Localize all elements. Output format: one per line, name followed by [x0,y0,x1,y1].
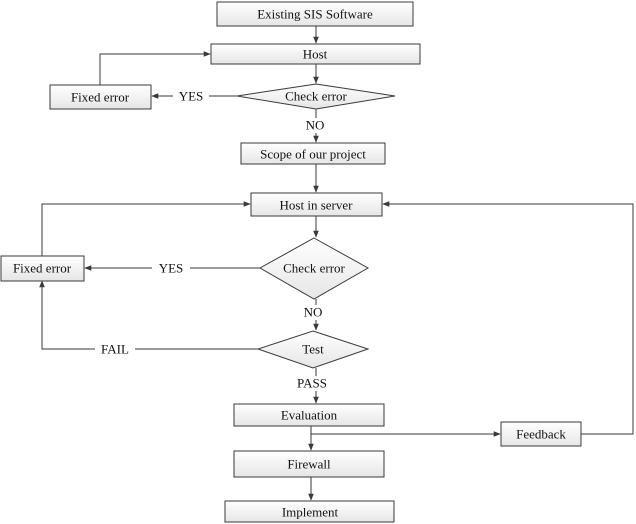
edge-label-yes-1: YES [179,89,204,104]
edge-label-no-1: NO [306,118,325,133]
node-fixed-error-2-label: Fixed error [13,261,72,276]
node-feedback-label: Feedback [516,427,566,442]
edge-fixed1-to-host [99,51,211,85]
node-check-error-2-label: Check error [283,261,345,276]
node-evaluation: Evaluation [233,403,385,427]
node-existing-sis: Existing SIS Software [216,1,414,27]
node-fixed-error-1: Fixed error [49,84,152,110]
node-firewall: Firewall [233,450,385,478]
node-host-label: Host [303,47,328,62]
edge-test-to-fixed2 [39,280,258,350]
node-check-error-2: Check error [258,237,370,300]
edge-fixed2-to-hostserver [41,201,251,256]
node-existing-sis-label: Existing SIS Software [257,7,373,22]
node-evaluation-label: Evaluation [281,408,338,423]
node-test: Test [256,330,370,369]
nodes: Existing SIS Software Host Check error F… [0,1,582,523]
node-scope-label: Scope of our project [260,147,366,162]
node-host: Host [210,43,421,65]
connectors [39,26,634,501]
node-feedback: Feedback [500,421,582,447]
node-test-label: Test [302,342,324,357]
node-check-error-1-label: Check error [285,89,347,104]
edge-label-yes-2: YES [159,261,184,276]
node-fixed-error-1-label: Fixed error [71,90,130,105]
node-host-in-server: Host in server [250,192,383,217]
node-implement: Implement [224,500,395,523]
node-host-in-server-label: Host in server [280,198,354,213]
edge-label-pass: PASS [297,376,327,391]
edge-labels: YES NO YES NO FAIL PASS [95,89,338,391]
edge-label-no-2: NO [304,305,323,320]
edge-label-fail: FAIL [101,342,129,357]
node-fixed-error-2: Fixed error [0,255,85,282]
node-firewall-label: Firewall [287,457,331,472]
edge-feedback-to-hostserver [382,201,634,435]
node-check-error-1: Check error [236,83,396,110]
node-scope: Scope of our project [240,142,386,165]
node-implement-label: Implement [282,505,339,520]
